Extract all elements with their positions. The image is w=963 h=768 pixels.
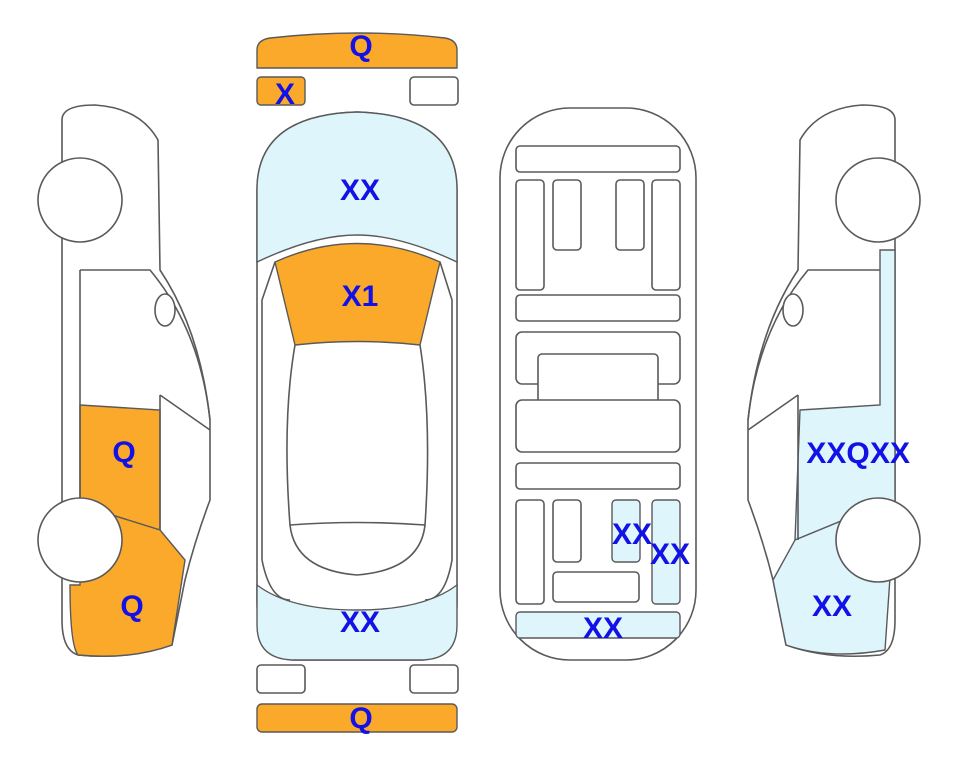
under-right-panel[interactable]: [651, 499, 681, 605]
left-rear-quarter-label: Q: [120, 590, 143, 623]
right-rear-quarter-label: XX: [812, 590, 852, 623]
under-rear-label: XX: [583, 612, 623, 645]
trunk[interactable]: [256, 583, 458, 661]
front-bumper[interactable]: [256, 32, 458, 69]
trunk-label: XX: [340, 606, 380, 639]
right-door-label-b: XX: [870, 437, 910, 470]
rear-bumper-label: Q: [349, 702, 372, 735]
left-door-label: Q: [112, 436, 135, 469]
under-rear-panel[interactable]: [515, 611, 681, 639]
under-right-label: XX: [650, 538, 690, 571]
under-mid-label: XX: [612, 518, 652, 551]
hood-label: XX: [340, 174, 380, 207]
rear-left-light[interactable]: [256, 664, 306, 694]
front-left-light[interactable]: [256, 76, 306, 106]
front-left-light-label: X: [275, 78, 295, 111]
rear-right-light[interactable]: [409, 664, 459, 694]
rear-bumper[interactable]: [256, 703, 458, 733]
hood[interactable]: [256, 111, 458, 264]
under-mid-panel[interactable]: [611, 499, 641, 563]
right-door-label-a: XXQ: [806, 437, 869, 470]
windshield-label: X1: [342, 280, 379, 313]
front-right-light[interactable]: [409, 76, 459, 106]
front-bumper-label: Q: [349, 30, 372, 63]
